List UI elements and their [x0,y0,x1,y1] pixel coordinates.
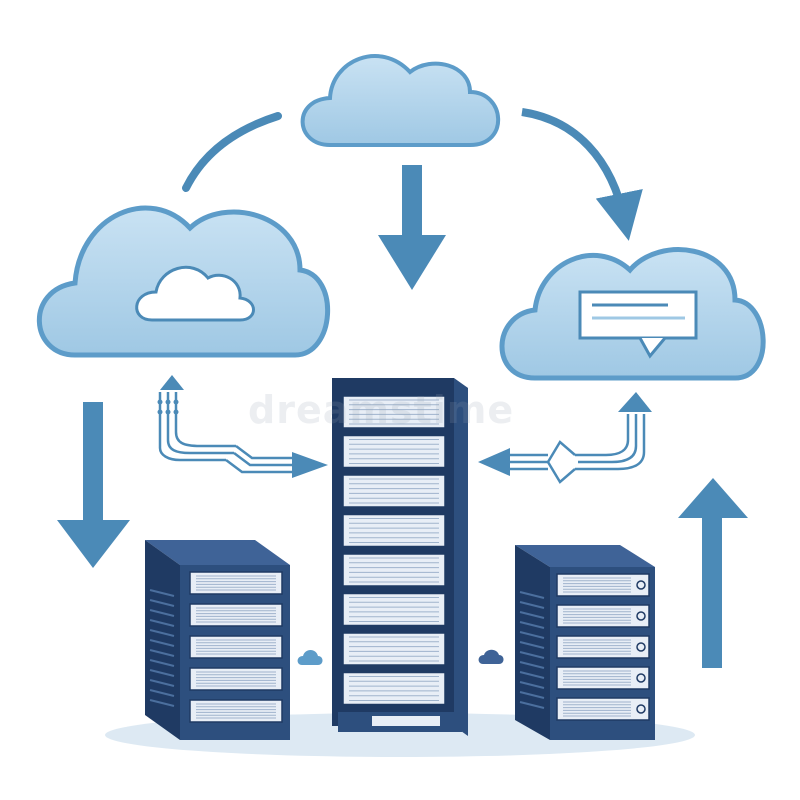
arc-arrow-right [521,108,643,241]
server-unit [556,635,650,659]
server-unit [556,604,650,628]
network-connector-icon [478,392,652,484]
server-units [556,573,650,721]
server-rack-right [515,545,655,740]
arrow-down-center [378,165,446,290]
arc-arrow-left [182,112,282,192]
server-unit [342,671,446,706]
server-rack-left [145,540,290,740]
arrow-down-left [57,402,130,568]
server-unit [342,513,446,548]
side-vents [519,591,545,709]
network-connector-icon [157,375,328,478]
server-unit [556,697,650,721]
server-units [189,571,283,723]
arrow-up-right [678,478,748,668]
server-unit [342,434,446,469]
server-unit [342,553,446,587]
cloud-icon [135,265,255,322]
cloud-left [36,205,331,358]
side-vents [149,589,175,707]
server-unit [556,573,650,597]
server-unit [189,571,283,595]
server-unit [342,592,446,627]
cloud-icon [478,649,504,664]
cloud-icon [297,650,323,665]
server-unit [342,632,446,666]
server-unit [189,699,283,723]
server-unit [189,635,283,659]
cloud-right [499,247,766,381]
message-icon [578,290,698,359]
server-unit [189,667,283,691]
cloud-top [300,54,501,147]
server-unit [342,474,446,508]
server-unit [342,395,446,429]
server-units [342,395,446,706]
server-rack-center [332,378,468,736]
server-unit [556,666,650,690]
server-unit [189,603,283,627]
